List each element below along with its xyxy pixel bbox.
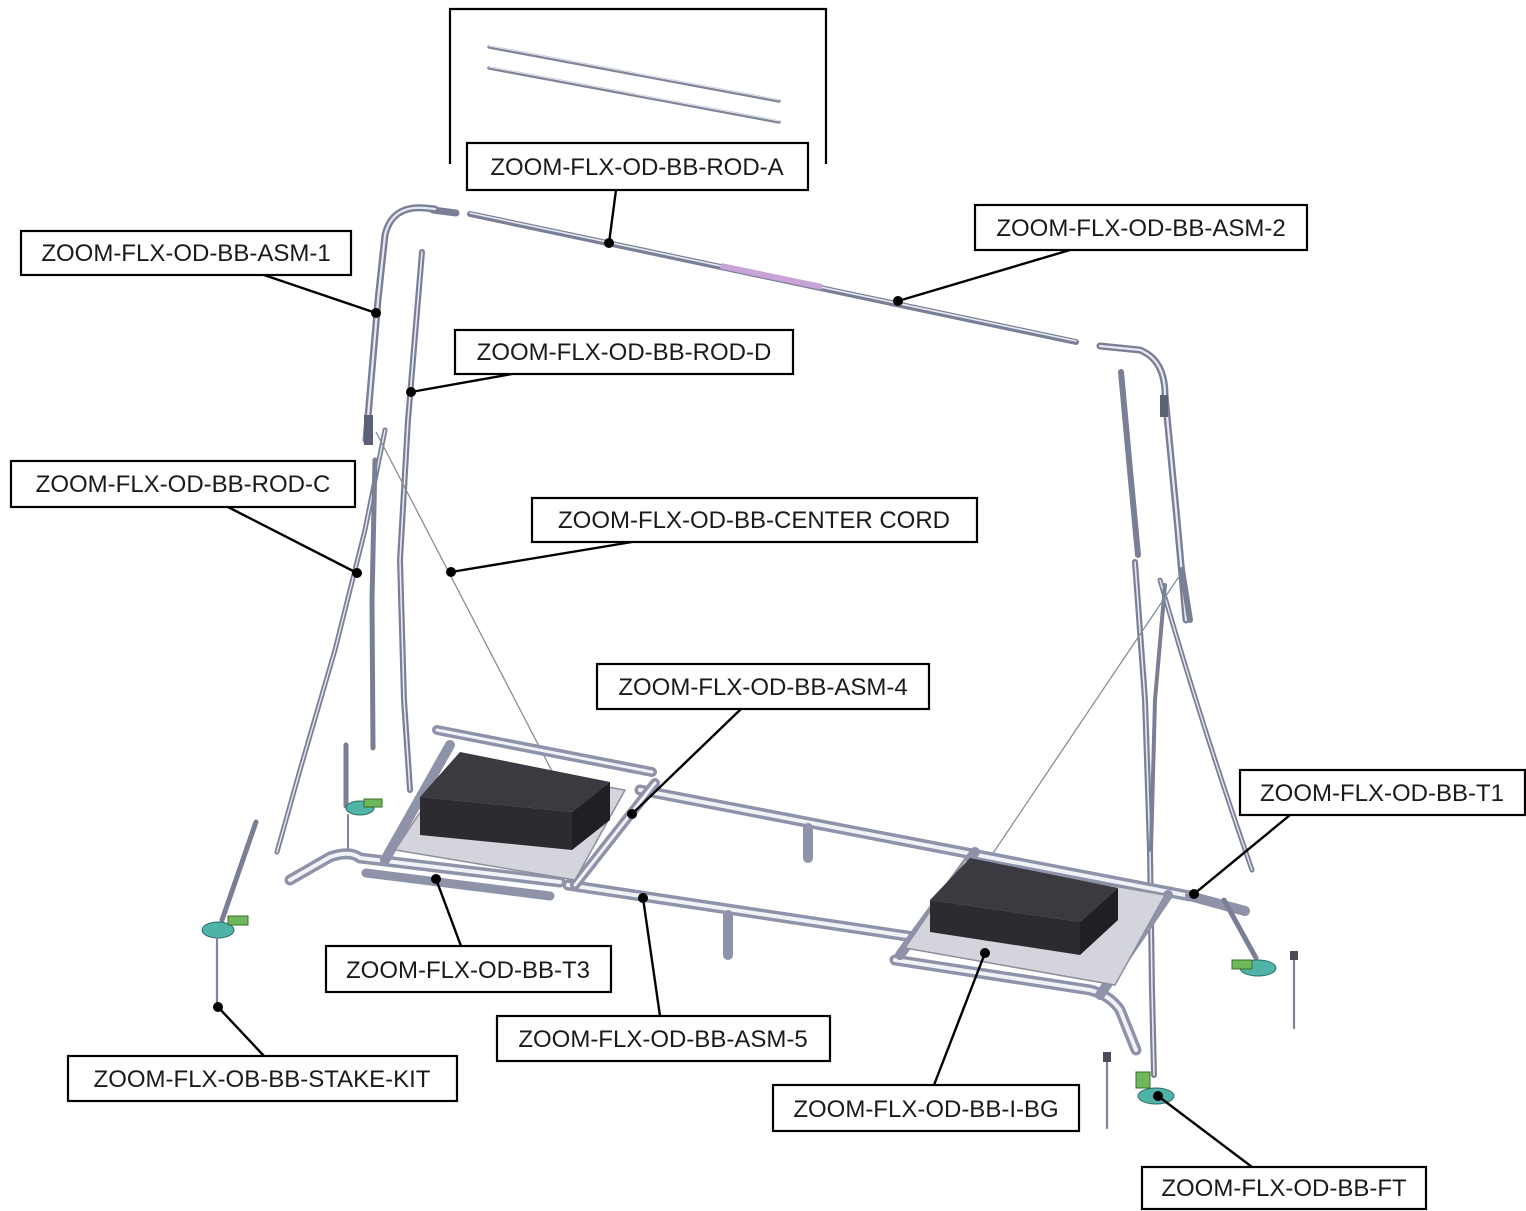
- label-rod-d-text: ZOOM-FLX-OD-BB-ROD-D: [477, 339, 772, 366]
- weight-bag-icon: [930, 858, 1118, 955]
- rod-a-inset: [448, 7, 828, 164]
- label-center-cord-text: ZOOM-FLX-OD-BB-CENTER CORD: [558, 507, 950, 534]
- label-asm-5-text: ZOOM-FLX-OD-BB-ASM-5: [518, 1026, 807, 1053]
- label-rod-c-text: ZOOM-FLX-OD-BB-ROD-C: [36, 471, 331, 498]
- label-t1: ZOOM-FLX-OD-BB-T1: [1238, 768, 1526, 817]
- weight-bag-icon: [420, 752, 610, 850]
- label-rod-a-text: ZOOM-FLX-OD-BB-ROD-A: [490, 154, 783, 181]
- label-asm-1: ZOOM-FLX-OD-BB-ASM-1: [19, 229, 353, 277]
- label-ft-text: ZOOM-FLX-OD-BB-FT: [1161, 1175, 1407, 1202]
- label-stake-kit: ZOOM-FLX-OB-BB-STAKE-KIT: [66, 1054, 459, 1103]
- label-asm-5: ZOOM-FLX-OD-BB-ASM-5: [495, 1014, 832, 1063]
- label-i-bg: ZOOM-FLX-OD-BB-I-BG: [771, 1083, 1081, 1133]
- foot-plate-icon: [1221, 897, 1298, 1030]
- label-t1-text: ZOOM-FLX-OD-BB-T1: [1260, 780, 1504, 807]
- foot-plate-icon: [343, 742, 383, 849]
- label-asm-2: ZOOM-FLX-OD-BB-ASM-2: [973, 203, 1309, 252]
- label-i-bg-text: ZOOM-FLX-OD-BB-I-BG: [793, 1096, 1058, 1123]
- label-rod-d: ZOOM-FLX-OD-BB-ROD-D: [453, 328, 795, 376]
- label-t3-text: ZOOM-FLX-OD-BB-T3: [346, 957, 590, 984]
- label-asm-2-text: ZOOM-FLX-OD-BB-ASM-2: [996, 215, 1285, 242]
- label-asm-1-text: ZOOM-FLX-OD-BB-ASM-1: [41, 240, 330, 267]
- label-rod-a: ZOOM-FLX-OD-BB-ROD-A: [465, 141, 810, 192]
- label-t3: ZOOM-FLX-OD-BB-T3: [324, 944, 613, 994]
- foot-plate-icon: [201, 819, 259, 1007]
- label-rod-c: ZOOM-FLX-OD-BB-ROD-C: [9, 459, 357, 509]
- label-asm-4-text: ZOOM-FLX-OD-BB-ASM-4: [618, 674, 907, 701]
- frame-drawing: [201, 204, 1298, 1130]
- foot-plate-icon: [1103, 1052, 1175, 1130]
- leader-lines: [213, 189, 1291, 1168]
- label-center-cord: ZOOM-FLX-OD-BB-CENTER CORD: [530, 496, 979, 544]
- label-ft: ZOOM-FLX-OD-BB-FT: [1140, 1165, 1428, 1211]
- label-stake-kit-text: ZOOM-FLX-OB-BB-STAKE-KIT: [94, 1066, 431, 1093]
- label-asm-4: ZOOM-FLX-OD-BB-ASM-4: [595, 662, 931, 711]
